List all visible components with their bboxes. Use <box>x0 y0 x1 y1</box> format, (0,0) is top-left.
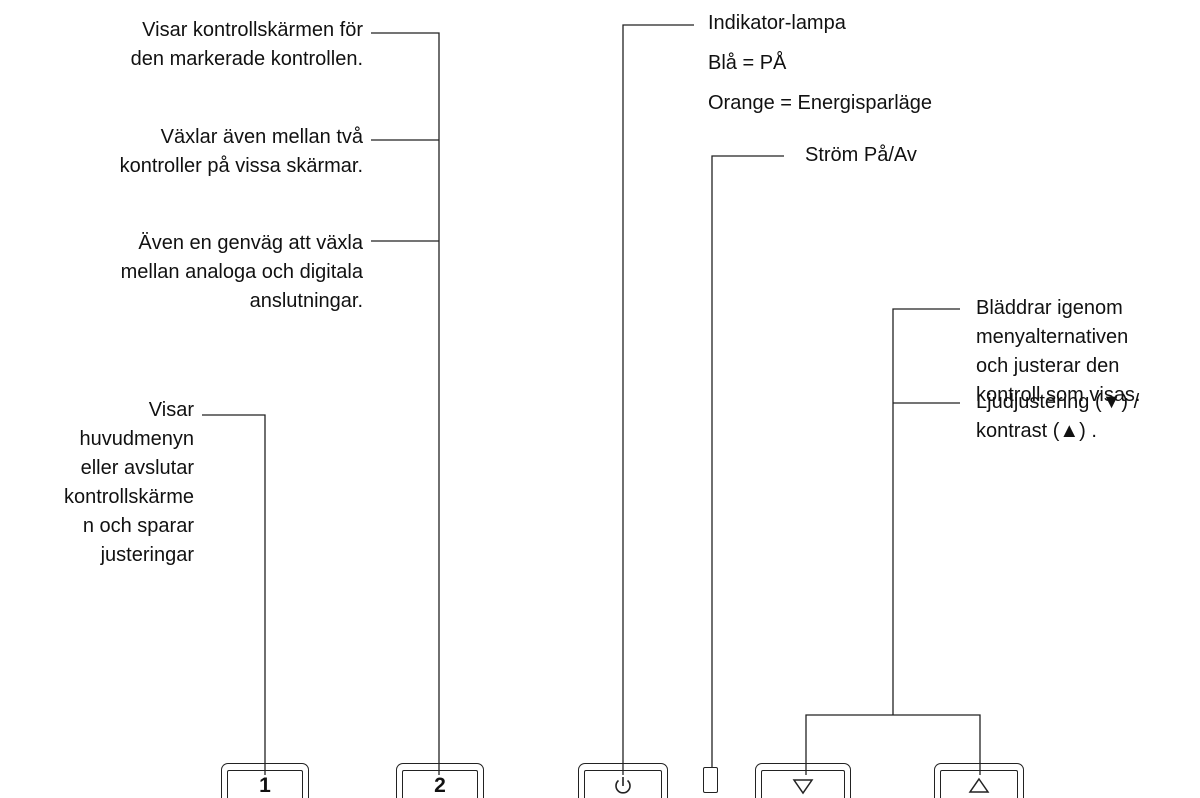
callout-line-arrow-bracket <box>805 714 981 775</box>
label-input-shortcut: Även en genväg att växla mellan analoga … <box>120 232 363 312</box>
power-button-frame <box>578 763 668 798</box>
button-2-label: 2 <box>402 770 478 798</box>
power-icon <box>615 777 631 794</box>
down-button-frame <box>755 763 851 798</box>
button-2-frame <box>396 763 484 798</box>
label-menu-control: Visar kontrollskärmen för den markerade … <box>130 19 363 70</box>
triangle-down-icon <box>792 779 814 795</box>
down-button-face <box>761 770 845 798</box>
label-indicator-orange: Orange = Energisparläge <box>708 92 933 114</box>
label-main-menu: Visar huvudmenyn eller avslutar kontroll… <box>63 399 194 566</box>
power-button[interactable] <box>578 763 668 798</box>
label-switch-controls: Växlar även mellan två kontroller på vis… <box>119 126 363 177</box>
callout-line-power <box>711 155 784 767</box>
triangle-up-icon <box>968 777 990 793</box>
label-indicator-blue: Blå = PÅ <box>708 52 787 74</box>
button-1[interactable]: 1 <box>221 763 309 798</box>
callout-line-main-menu <box>202 414 266 775</box>
indicator-led-icon <box>703 767 718 793</box>
label-volume-contrast: Ljudjustering (▼) / kontrast (▲) . <box>976 391 1140 442</box>
label-scroll: Bläddrar igenom menyalternativen och jus… <box>976 297 1141 406</box>
callout-line-scroll <box>892 308 960 715</box>
up-button-face <box>940 770 1018 798</box>
callout-line-indicator <box>622 24 694 775</box>
button-1-frame <box>221 763 309 798</box>
label-indicator-title: Indikator-lampa <box>708 12 846 34</box>
label-power: Ström På/Av <box>805 144 917 166</box>
button-1-label: 1 <box>227 770 303 798</box>
down-button[interactable] <box>755 763 851 798</box>
power-button-face <box>584 770 662 798</box>
up-button[interactable] <box>934 763 1024 798</box>
callout-line-menu-control <box>371 32 440 775</box>
up-button-frame <box>934 763 1024 798</box>
button-2[interactable]: 2 <box>396 763 484 798</box>
